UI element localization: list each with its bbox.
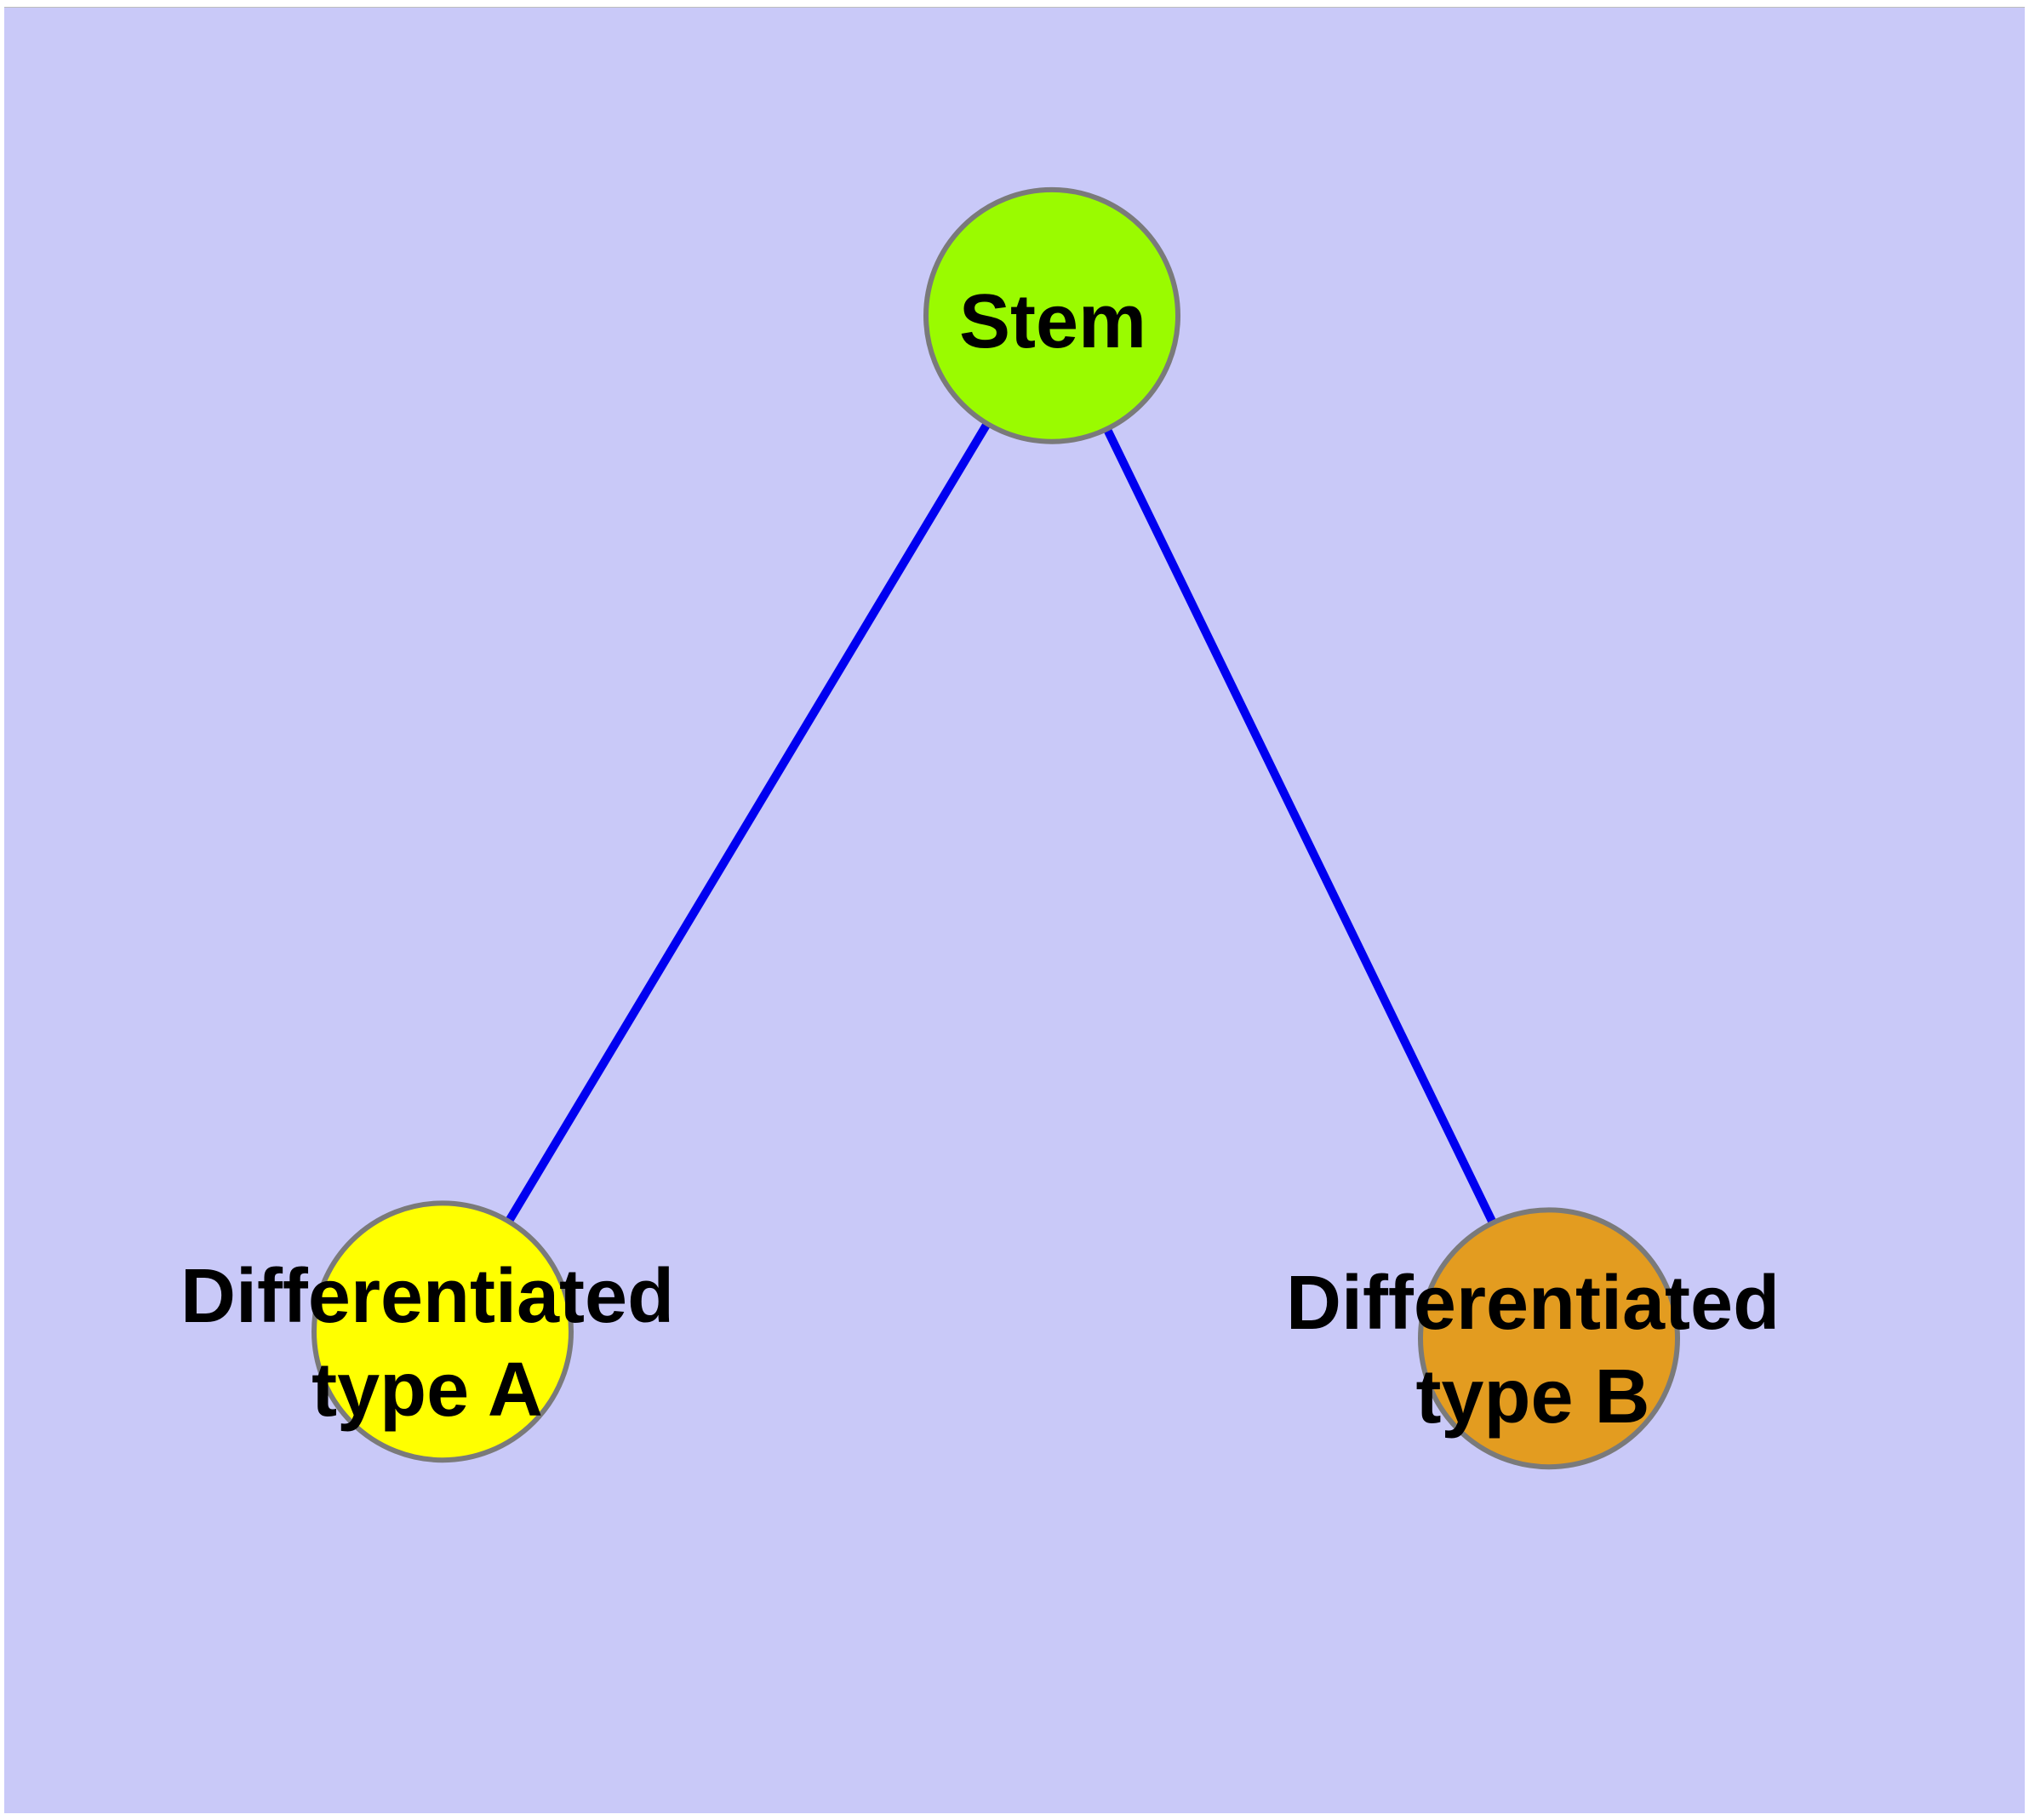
stem-node-label: Stem bbox=[959, 276, 1146, 369]
type-b-node-label-line1: Differentiated bbox=[1285, 1261, 1780, 1347]
node-differentiated-type-a bbox=[311, 1200, 574, 1463]
type-b-node-label-line2: type B bbox=[1415, 1354, 1650, 1439]
type-a-node-label-line2: type A bbox=[311, 1348, 543, 1433]
edge-stem-to-type-b bbox=[1048, 313, 1553, 1341]
type-b-node-label: Differentiated type B bbox=[1286, 1257, 1780, 1445]
node-stem bbox=[923, 186, 1180, 444]
diagram-canvas: Stem Differentiated type A Differentiate… bbox=[4, 7, 2025, 1813]
graph-svg bbox=[311, 186, 1680, 1470]
node-differentiated-type-b bbox=[1418, 1207, 1680, 1470]
type-a-node-label: Differentiated type A bbox=[180, 1251, 674, 1438]
edge-stem-to-type-a bbox=[438, 313, 1056, 1334]
type-a-node-label-line1: Differentiated bbox=[180, 1254, 675, 1340]
stem-node-label-text: Stem bbox=[958, 279, 1147, 365]
